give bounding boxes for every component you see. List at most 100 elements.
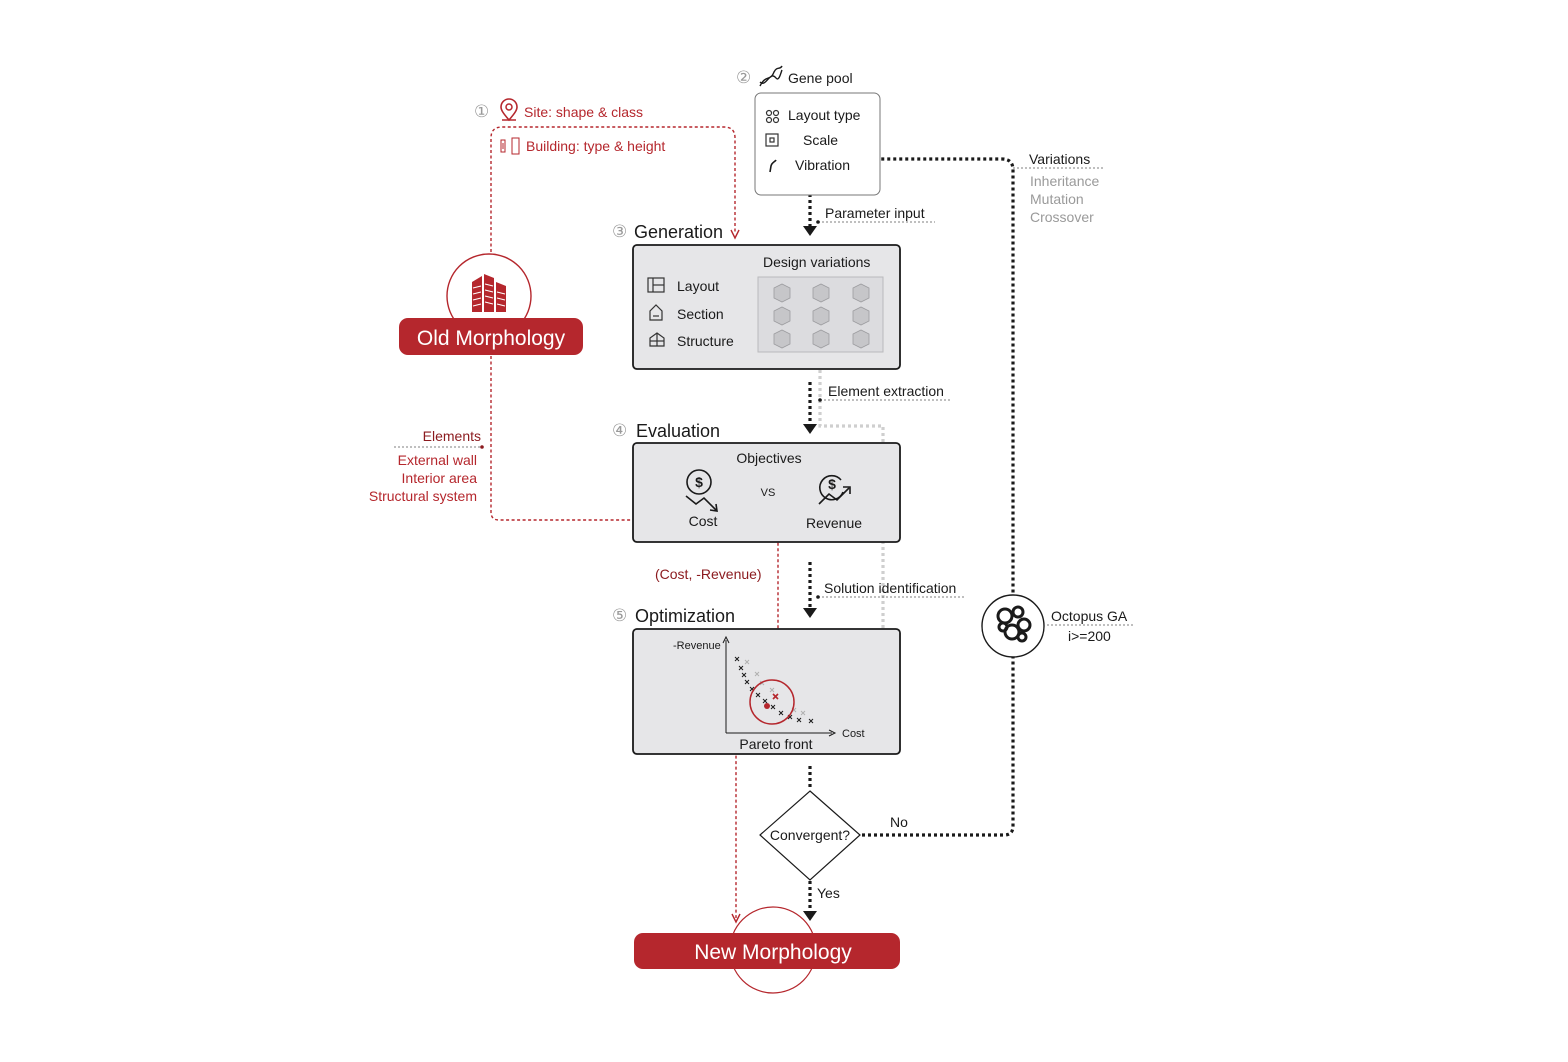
evaluation-label: Evaluation (636, 421, 720, 441)
gene-item-vibration: Vibration (795, 157, 850, 173)
octopus-condition: i>=200 (1068, 628, 1111, 644)
gene-item-scale: Scale (803, 132, 838, 148)
gene-pool-step-number: ② (736, 68, 751, 87)
variant-thumb (773, 329, 791, 349)
feedback-loop (862, 157, 1015, 837)
optimization-step-number: ⑤ (612, 606, 627, 625)
scale-icon (765, 133, 779, 147)
gene-item-layout-type: Layout type (788, 107, 861, 123)
section-icon (649, 304, 663, 321)
pareto-y-arrow (722, 635, 730, 644)
element-extraction-label: Element extraction (828, 383, 944, 399)
svg-text:$: $ (695, 474, 703, 490)
variant-thumb (773, 306, 791, 326)
gene-pool-box (754, 92, 881, 196)
pareto-point (800, 710, 806, 716)
convergent-label: Convergent? (770, 827, 850, 843)
dot-elements (480, 445, 484, 449)
pareto-point (796, 717, 802, 723)
elements-item-interior-area: Interior area (402, 470, 478, 486)
generation-item-structure: Structure (677, 333, 734, 349)
layout-icon (647, 277, 665, 293)
pareto-front-caption: Pareto front (739, 736, 812, 752)
building-height-icon (500, 137, 520, 155)
variant-thumb (812, 283, 830, 303)
pareto-point (738, 665, 744, 671)
variant-thumb (773, 283, 791, 303)
pareto-point (770, 704, 776, 710)
variant-thumb (812, 329, 830, 349)
site-sub-label: Building: type & height (526, 138, 665, 154)
site-connector (490, 126, 736, 252)
selected-solution-point (772, 693, 779, 700)
gene-pool-label: Gene pool (788, 70, 853, 86)
generation-item-section: Section (677, 306, 724, 322)
pareto-point (754, 671, 760, 677)
site-arrowhead (730, 229, 740, 240)
pareto-point (808, 718, 814, 724)
optimization-box (632, 628, 901, 755)
elements-item-structural-system: Structural system (369, 488, 477, 504)
variant-thumb (852, 306, 870, 326)
old-morphology-label: Old Morphology (417, 327, 566, 350)
pareto-point (755, 692, 761, 698)
revenue-up-icon: $ (818, 474, 851, 505)
parameter-input-label: Parameter input (825, 205, 925, 221)
location-pin-icon (500, 98, 518, 122)
generation-step-number: ③ (612, 222, 627, 241)
layout-type-icon (765, 109, 780, 124)
pareto-point (744, 679, 750, 685)
pareto-points (734, 656, 814, 724)
new-morphology-pill (634, 933, 900, 969)
pareto-point (769, 687, 775, 693)
optimization-label: Optimization (635, 606, 735, 626)
vibration-icon (769, 159, 777, 173)
svg-text:$: $ (828, 476, 836, 492)
pareto-point (734, 656, 740, 662)
octopus-icon (996, 605, 1032, 643)
variant-thumb (852, 283, 870, 303)
generation-item-layout: Layout (677, 278, 719, 294)
structure-icon (649, 332, 665, 347)
cost-down-icon: $ (685, 469, 718, 512)
old-morphology-pill (399, 318, 583, 355)
new-morphology-label: New Morphology (694, 941, 852, 964)
pareto-point (744, 659, 750, 665)
selected-solution-circle (749, 679, 795, 725)
yes-label: Yes (817, 885, 840, 901)
selected-solution-dot (764, 703, 770, 709)
arrow-generation (803, 226, 817, 236)
result-arrowhead (731, 913, 741, 924)
generation-label: Generation (634, 222, 723, 242)
revenue-label: Revenue (806, 515, 862, 531)
site-step-number: ① (474, 102, 489, 121)
cost-revenue-label: (Cost, -Revenue) (655, 566, 762, 582)
variation-crossover: Crossover (1030, 209, 1094, 225)
skyscrapers-icon (472, 274, 506, 312)
octopus-label: Octopus GA (1051, 608, 1128, 624)
dna-icon (759, 65, 783, 87)
variant-thumb (812, 306, 830, 326)
pareto-point (762, 698, 768, 704)
variant-thumb (852, 329, 870, 349)
variation-inheritance: Inheritance (1030, 173, 1099, 189)
design-variations-title: Design variations (763, 254, 870, 270)
arrow-evaluation (803, 424, 817, 434)
solution-identification-label: Solution identification (824, 580, 956, 596)
vs-label: VS (761, 487, 776, 499)
objectives-title: Objectives (736, 450, 801, 466)
variations-title: Variations (1029, 151, 1090, 167)
convergent-diamond (759, 790, 861, 881)
dot-extraction (818, 398, 822, 402)
arrow-new-morphology (803, 911, 817, 921)
design-variant-thumbnails (773, 283, 870, 349)
dot-parameter (816, 220, 820, 224)
arrow-optimization (803, 608, 817, 618)
pareto-point (741, 672, 747, 678)
evaluation-step-number: ④ (612, 421, 627, 440)
variation-mutation: Mutation (1030, 191, 1084, 207)
cost-label: Cost (689, 513, 718, 529)
elements-item-external-wall: External wall (398, 452, 477, 468)
pareto-x-axis-label: Cost (842, 728, 865, 740)
